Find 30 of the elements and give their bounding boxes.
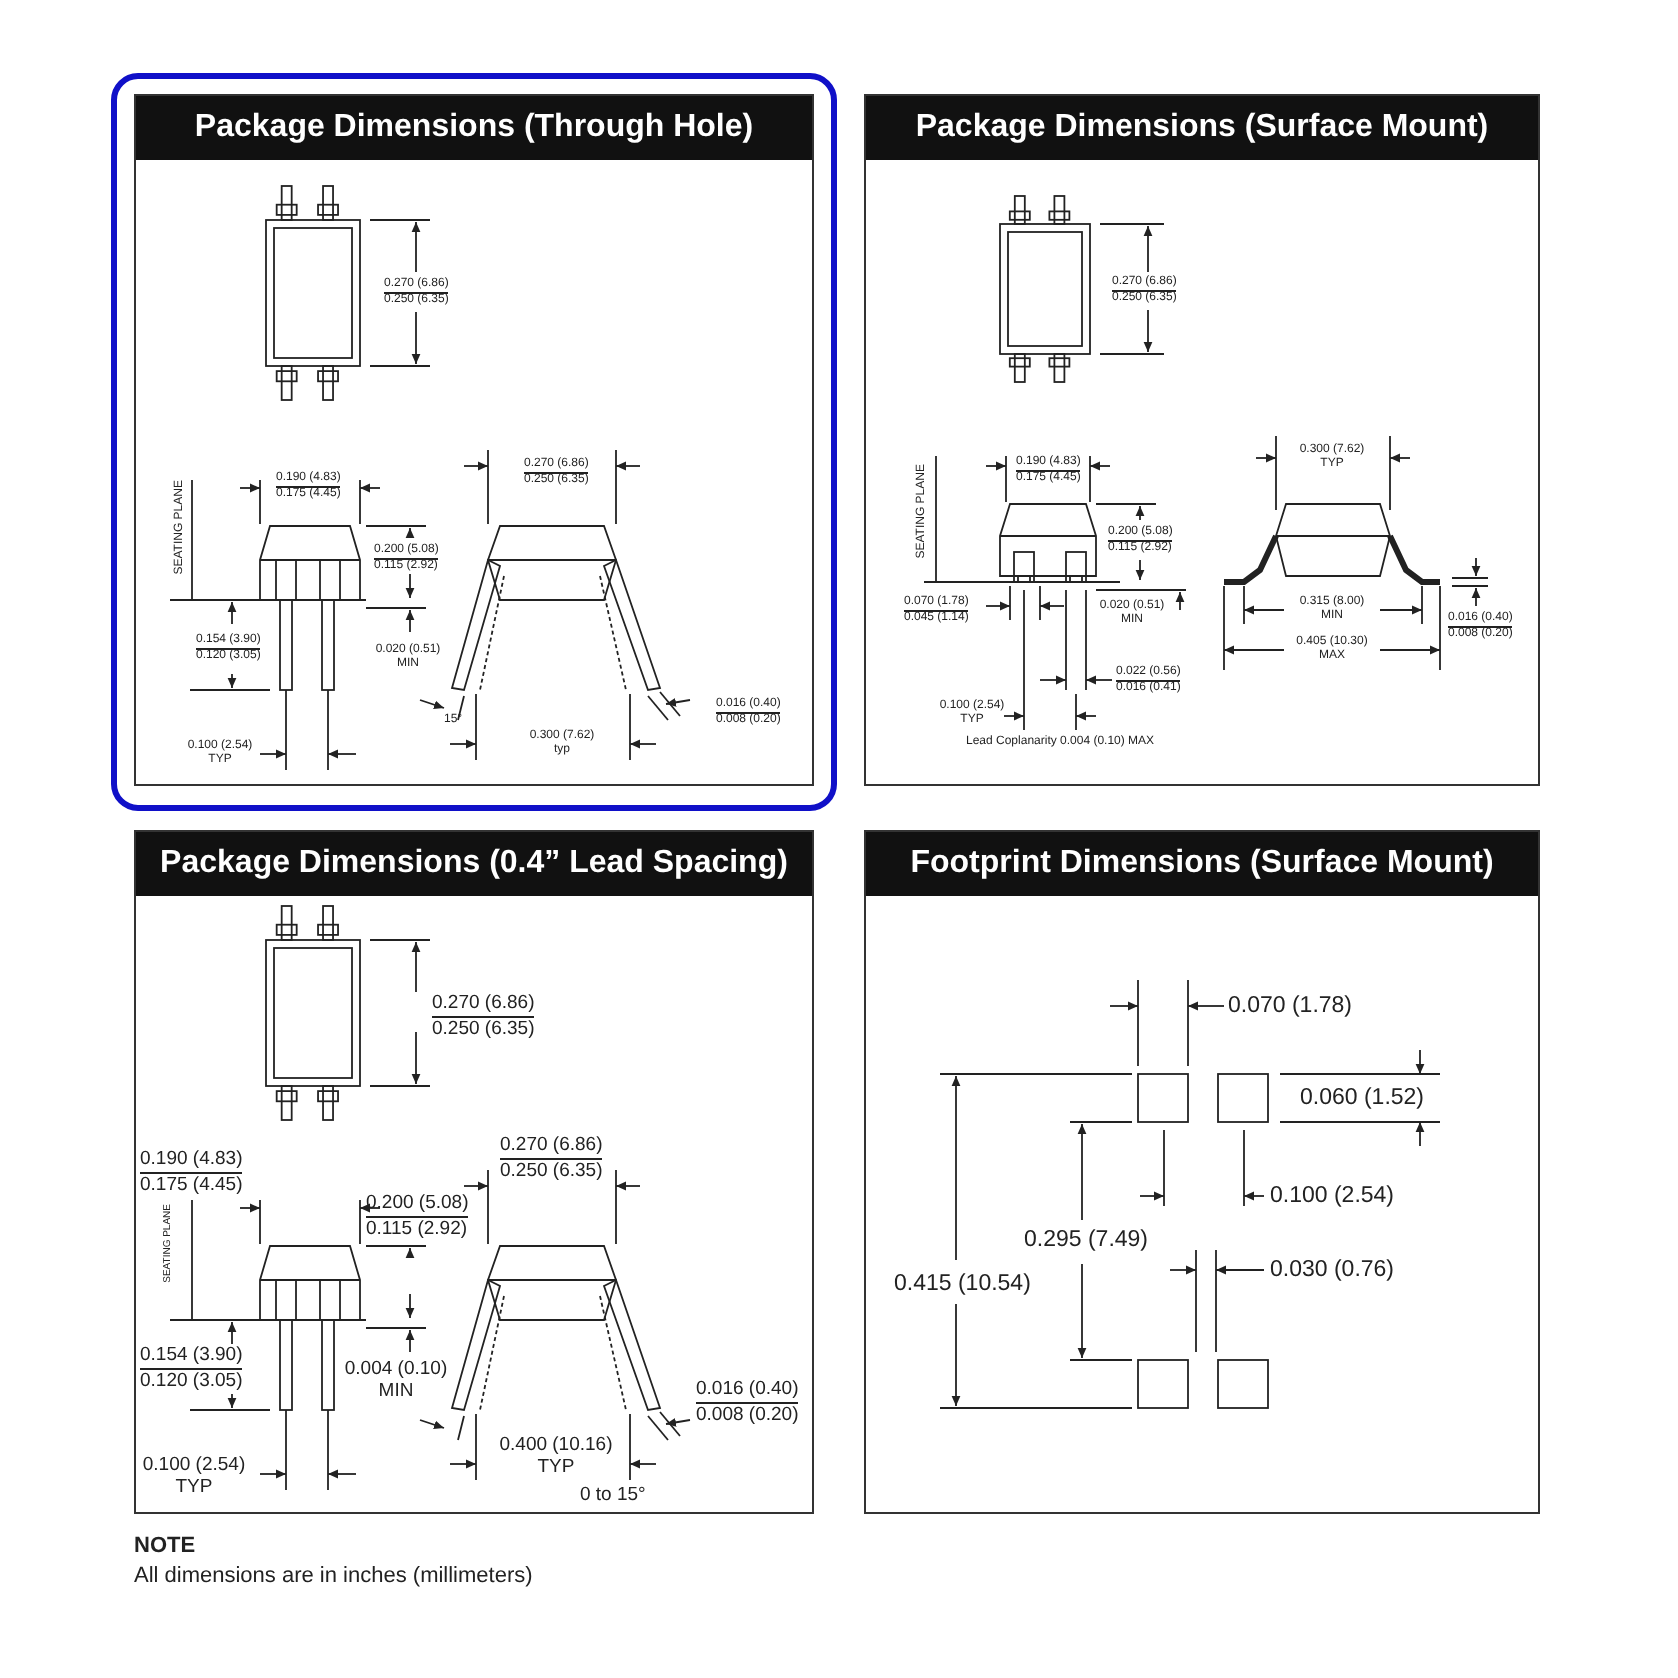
dimension-label: 0.415 (10.54)	[894, 1272, 1031, 1299]
dimension-label: 0.060 (1.52)	[1300, 1086, 1425, 1113]
dimension-label: 0.400 (10.16) TYP	[497, 1436, 615, 1480]
dimension-label: 0.100 (2.54) TYP	[140, 1456, 248, 1500]
dimension-label: 0.100 (2.54)	[1270, 1184, 1395, 1211]
dimension-label: 0.004 (0.10) MIN	[342, 1360, 450, 1404]
dimension-label: 0.154 (3.90)	[140, 1346, 243, 1370]
panel-heading: Footprint Dimensions (Surface Mount)	[866, 832, 1538, 896]
dimension-label: 0.295 (7.49)	[1024, 1228, 1149, 1255]
panel-heading: Package Dimensions (0.4” Lead Spacing)	[136, 832, 812, 896]
dimension-label: 0.120 (3.05)	[140, 1372, 243, 1394]
dimension-label: 0.190 (4.83)	[140, 1150, 243, 1174]
dimension-label: 0.016 (0.40)	[696, 1380, 799, 1404]
dimension-label: 0.115 (2.92)	[366, 1220, 468, 1242]
dimension-label: 0.008 (0.20)	[696, 1406, 799, 1428]
dimension-label: 0.200 (5.08)	[366, 1194, 469, 1218]
dimension-label: 0.250 (6.35)	[500, 1162, 603, 1184]
dimension-label: 0.070 (1.78)	[1228, 994, 1353, 1021]
dimension-label: 0.270 (6.86)	[432, 994, 535, 1018]
dimension-label: 0.250 (6.35)	[432, 1020, 535, 1042]
dimension-label: 0.175 (4.45)	[140, 1176, 243, 1198]
dimension-label: 0.030 (0.76)	[1270, 1258, 1395, 1285]
drawing-panel	[134, 830, 814, 1514]
drawing-panel	[864, 94, 1540, 786]
dimension-label: 0 to 15°	[580, 1486, 646, 1508]
dimension-label: 0.270 (6.86)	[500, 1136, 603, 1160]
note-text: All dimensions are in inches (millimeters)	[134, 1564, 533, 1590]
note-heading: NOTE	[134, 1534, 196, 1560]
panel-heading: Package Dimensions (Through Hole)	[136, 96, 812, 160]
panel-heading: Package Dimensions (Surface Mount)	[866, 96, 1538, 160]
